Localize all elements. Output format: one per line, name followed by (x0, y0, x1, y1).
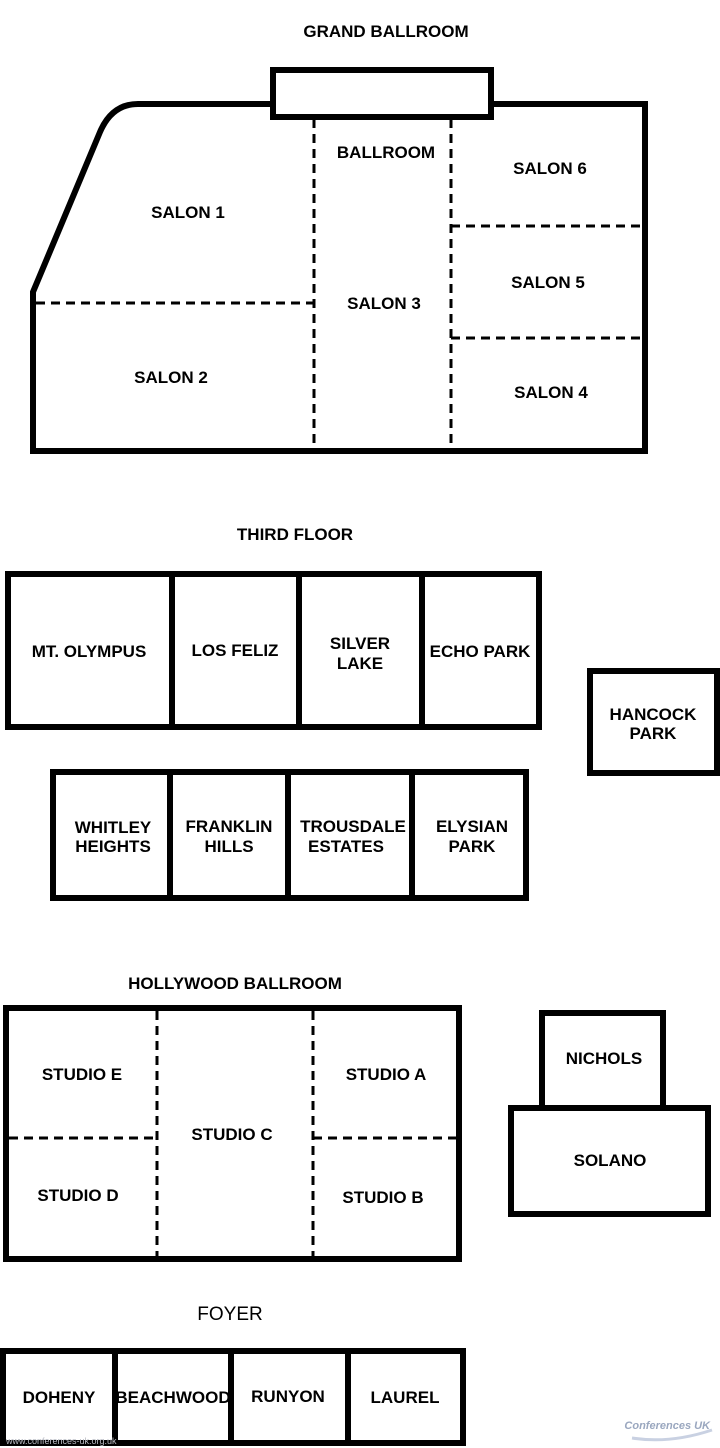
room-salon-5[interactable]: SALON 5 (511, 273, 585, 292)
room-franklin-hills-line1: FRANKLIN (186, 817, 273, 836)
grand-ballroom-stage (270, 67, 494, 120)
room-salon-6[interactable]: SALON 6 (513, 159, 587, 178)
room-hancock-park-line2: PARK (630, 724, 678, 743)
room-salon-1[interactable]: SALON 1 (151, 203, 225, 222)
room-los-feliz[interactable]: LOS FELIZ (192, 641, 279, 660)
room-franklin-hills[interactable]: FRANKLIN HILLS (186, 817, 273, 856)
room-whitley-heights-line2: HEIGHTS (75, 837, 151, 856)
room-doheny[interactable]: DOHENY (23, 1388, 96, 1407)
room-trousdale-estates-line2: ESTATES (308, 837, 384, 856)
room-solano-outline (508, 1105, 711, 1217)
room-silver-lake[interactable]: SILVER LAKE (330, 634, 390, 673)
room-mt-olympus[interactable]: MT. OLYMPUS (32, 642, 147, 661)
room-elysian-park[interactable]: ELYSIAN PARK (436, 817, 508, 856)
room-whitley-heights[interactable]: WHITLEY HEIGHTS (75, 818, 152, 856)
watermark-logo: Conferences UK (624, 1420, 713, 1442)
room-salon-3[interactable]: SALON 3 (347, 294, 421, 313)
watermark-logo-text: Conferences UK (624, 1420, 711, 1432)
room-studio-d[interactable]: STUDIO D (37, 1186, 118, 1205)
room-elysian-park-line1: ELYSIAN (436, 817, 508, 836)
third-floor-section: THIRD FLOOR MT. OLYMPUS LOS FELIZ SILVER… (5, 525, 720, 901)
hollywood-ballroom-outline (3, 1005, 462, 1262)
room-laurel[interactable]: LAUREL (371, 1388, 440, 1407)
room-trousdale-estates[interactable]: TROUSDALE ESTATES (300, 817, 406, 856)
watermark-url: www.conferences-uk.org.uk (5, 1436, 117, 1446)
foyer-section: FOYER DOHENY BEACHWOOD RUNYON LAUREL (0, 1304, 466, 1446)
room-studio-b[interactable]: STUDIO B (342, 1188, 423, 1207)
room-studio-a[interactable]: STUDIO A (346, 1065, 427, 1084)
room-studio-c[interactable]: STUDIO C (191, 1125, 272, 1144)
grand-ballroom-title: GRAND BALLROOM (303, 22, 468, 41)
room-silver-lake-line1: SILVER (330, 634, 390, 653)
room-whitley-heights-line1: WHITLEY (75, 818, 152, 837)
room-runyon[interactable]: RUNYON (251, 1387, 325, 1406)
grand-ballroom-outline (30, 101, 648, 454)
third-floor-title: THIRD FLOOR (237, 525, 353, 544)
room-elysian-park-line2: PARK (449, 837, 497, 856)
room-salon-2[interactable]: SALON 2 (134, 368, 208, 387)
room-hancock-park[interactable]: HANCOCK PARK (610, 705, 698, 743)
hollywood-ballroom-title: HOLLYWOOD BALLROOM (128, 974, 342, 993)
room-trousdale-estates-line1: TROUSDALE (300, 817, 406, 836)
room-hancock-park-outline (587, 668, 720, 776)
watermark-swoosh-icon (631, 1428, 713, 1442)
room-beachwood[interactable]: BEACHWOOD (115, 1388, 230, 1407)
room-salon-4[interactable]: SALON 4 (514, 383, 588, 402)
room-silver-lake-line2: LAKE (337, 654, 383, 673)
room-franklin-hills-line2: HILLS (204, 837, 253, 856)
room-ballroom[interactable]: BALLROOM (337, 143, 435, 162)
room-solano[interactable]: SOLANO (574, 1151, 647, 1170)
foyer-title: FOYER (197, 1304, 262, 1325)
grand-ballroom-section: GRAND BALLROOM BALLROOM SALON 1 SALON 2 … (30, 22, 648, 454)
third-floor-top-row (5, 571, 542, 730)
room-nichols[interactable]: NICHOLS (566, 1049, 643, 1068)
room-studio-e[interactable]: STUDIO E (42, 1065, 122, 1084)
room-echo-park[interactable]: ECHO PARK (430, 642, 531, 661)
room-hancock-park-line1: HANCOCK (610, 705, 698, 724)
hollywood-ballroom-section: HOLLYWOOD BALLROOM STUDIO E STUDIO D STU… (3, 974, 711, 1262)
